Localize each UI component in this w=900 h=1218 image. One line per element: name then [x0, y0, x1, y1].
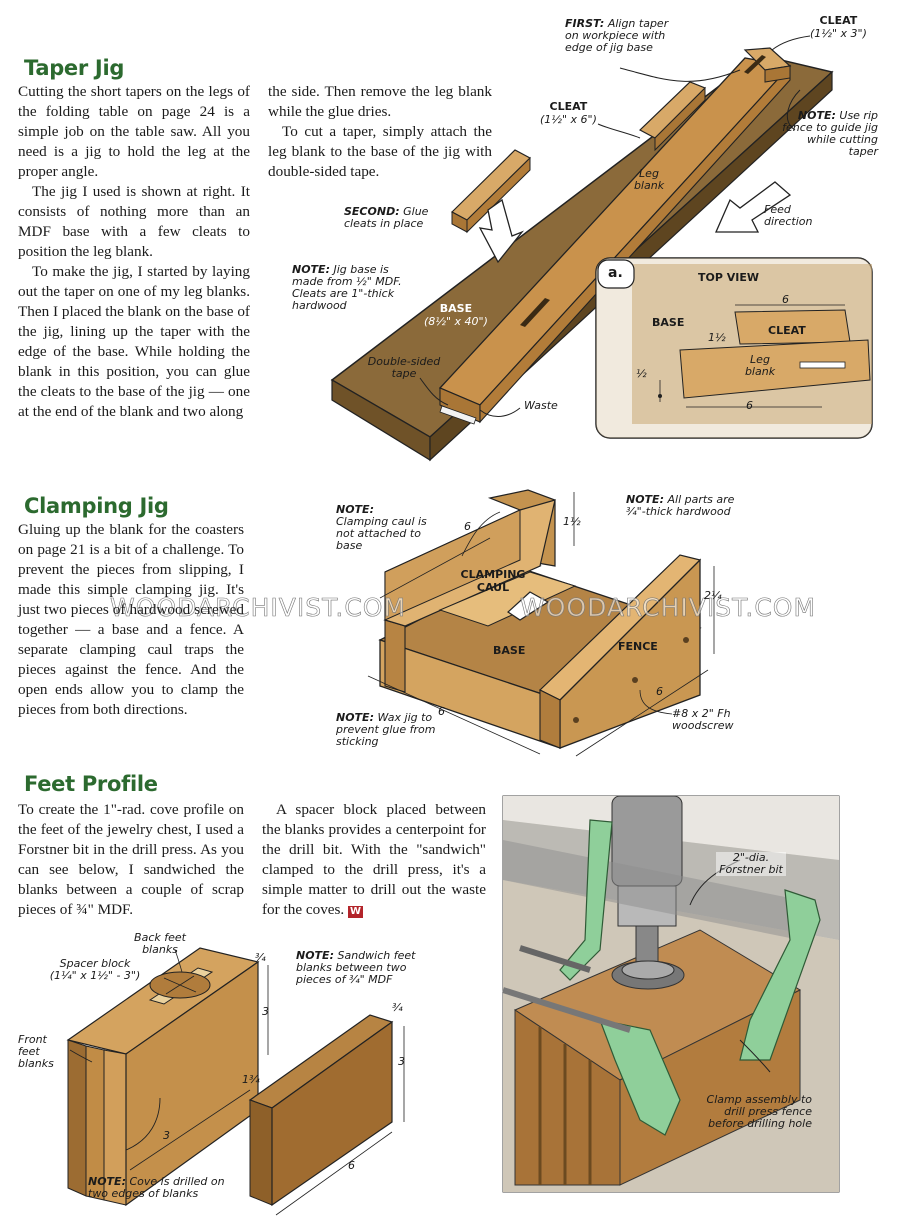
- label-back-feet: Back feet blanks: [134, 931, 186, 956]
- taper-p4: the side. Then remove the leg blank whil…: [268, 83, 492, 120]
- svg-text:WOODARCHIVIST.COM: WOODARCHIVIST.COM: [110, 593, 406, 622]
- inset-letter: a.: [608, 265, 623, 281]
- clamping-jig-illustration: [367, 489, 715, 757]
- label-forstner-bit: 2"-dia. Forstner bit: [716, 852, 786, 876]
- clamp-dim-1-5: 1½: [563, 515, 581, 528]
- inset-dim-6-bottom: 6: [746, 399, 753, 412]
- label-cleat-mid: CLEAT(1½" x 6"): [540, 100, 597, 126]
- taper-p1: Cutting the short tapers on the legs of …: [18, 83, 250, 180]
- label-clamping-caul: CLAMPING CAUL: [460, 568, 526, 594]
- label-feed-direction: Feed direction: [764, 203, 813, 228]
- taper-p3: To make the jig, I started by laying out…: [18, 263, 250, 420]
- feet-dim-3-b: 3: [163, 1129, 170, 1142]
- clamping-jig-heading: Clamping Jig: [24, 494, 169, 518]
- feet-p2: A spacer block placed between the blanks…: [262, 801, 486, 918]
- label-first-step: FIRST: Align taper on workpiece with edg…: [565, 17, 669, 54]
- label-second-step: SECOND: Glue cleats in place: [344, 205, 429, 230]
- clamp-dim-6-top: 6: [464, 520, 471, 533]
- label-note-parts: NOTE: All parts are ¾"-thick hardwood: [626, 493, 735, 518]
- label-note-sandwich: NOTE: Sandwich feet blanks between two p…: [296, 949, 416, 986]
- taper-jig-heading: Taper Jig: [24, 56, 125, 80]
- label-base: BASE(8½" x 40"): [424, 302, 488, 328]
- feet-column-1: To create the 1"-rad. cove profile on th…: [18, 800, 244, 920]
- label-woodscrew: #8 x 2" Fh woodscrew: [672, 707, 734, 732]
- feet-blanks-illustration: [66, 947, 405, 1216]
- clamping-jig-column: Gluing up the blank for the coasters on …: [18, 520, 244, 720]
- inset-dim-6-top: 6: [782, 293, 789, 306]
- feet-p1: To create the 1"-rad. cove profile on th…: [18, 801, 244, 918]
- end-mark-icon: W: [348, 906, 364, 918]
- label-clamp-assembly: Clamp assembly to drill press fence befo…: [706, 1093, 812, 1130]
- label-front-feet: Front feet blanks: [18, 1033, 54, 1070]
- label-spacer-block: Spacer block(1¼" x 1½" - 3"): [49, 957, 141, 982]
- inset-cleat: CLEAT: [768, 324, 806, 337]
- label-cleat-top: CLEAT(1½" x 3"): [810, 14, 867, 40]
- inset-title: TOP VIEW: [698, 271, 759, 284]
- feet-column-2: A spacer block placed between the blanks…: [262, 800, 486, 920]
- feet-profile-heading: Feet Profile: [24, 772, 158, 796]
- label-waste: Waste: [524, 399, 558, 412]
- inset-leg-blank: Leg blank: [744, 353, 776, 378]
- feet-dim-3-a: 3: [262, 1005, 269, 1018]
- clamp-dim-6-bottom: 6: [438, 705, 445, 718]
- label-note-jig-base: NOTE: Jig base is made from ½" MDF. Clea…: [292, 263, 402, 312]
- drill-press-photo: [502, 795, 840, 1193]
- label-note-rip-fence: NOTE: Use rip fence to guide jig while c…: [782, 109, 878, 158]
- feet-dim-3-c: 3: [398, 1055, 405, 1068]
- label-note-wax: NOTE: Wax jig to prevent glue from stick…: [336, 711, 436, 748]
- svg-text:WOODARCHIVIST.COM: WOODARCHIVIST.COM: [520, 593, 816, 622]
- clamp-dim-2-25: 2¼: [704, 589, 722, 602]
- taper-p5: To cut a taper, simply attach the leg bl…: [268, 123, 492, 180]
- label-note-caul: NOTE:Clamping caul is not attached to ba…: [336, 503, 427, 552]
- taper-jig-column-2: the side. Then remove the leg blank whil…: [268, 82, 492, 182]
- label-leg-blank: Leg blank: [633, 167, 665, 192]
- feet-dim-3-4-a: ¾: [255, 951, 266, 964]
- inset-dim-1-5: 1½: [708, 331, 726, 344]
- feet-dim-3-4-b: ¾: [392, 1001, 403, 1014]
- label-clamp-base: BASE: [493, 644, 526, 657]
- label-note-cove: NOTE: Cove is drilled on two edges of bl…: [88, 1175, 225, 1200]
- label-double-sided-tape: Double-sided tape: [367, 355, 441, 380]
- taper-p2: The jig I used is shown at right. It con…: [18, 183, 250, 260]
- feet-dim-1-75: 1¾: [242, 1073, 260, 1086]
- inset-base: BASE: [652, 316, 685, 329]
- watermark: WOODARCHIVIST.COM WOODARCHIVIST.COM: [110, 593, 816, 623]
- clamp-dim-6-right: 6: [656, 685, 663, 698]
- label-fence: FENCE: [618, 640, 658, 653]
- taper-jig-column-1: Cutting the short tapers on the legs of …: [18, 82, 250, 422]
- feet-dim-6: 6: [348, 1159, 355, 1172]
- clamp-p1: Gluing up the blank for the coasters on …: [18, 521, 244, 718]
- inset-dim-half: ½: [636, 367, 647, 380]
- taper-inset-top-view: [595, 257, 873, 439]
